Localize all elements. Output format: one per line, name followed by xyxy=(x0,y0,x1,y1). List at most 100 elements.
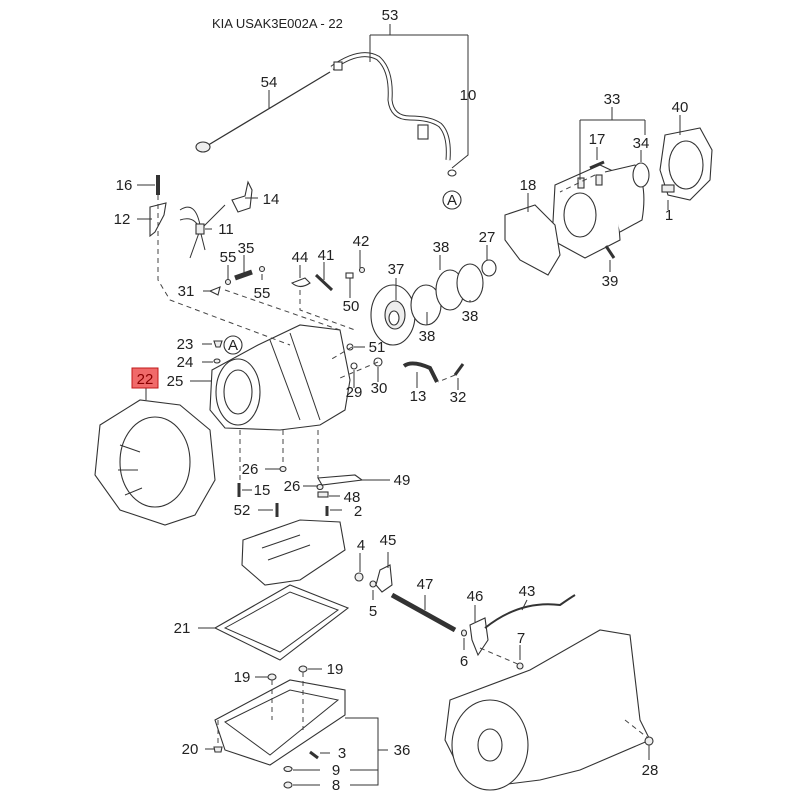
part-bolt-3[interactable] xyxy=(309,750,319,760)
part-o-ring-38c[interactable] xyxy=(456,263,484,303)
part-cable-43[interactable] xyxy=(484,594,576,629)
part-plug-29[interactable] xyxy=(350,362,358,370)
callout-14[interactable]: 14 xyxy=(263,191,280,208)
callout-54[interactable]: 54 xyxy=(261,74,278,91)
callout-7[interactable]: 7 xyxy=(517,630,525,647)
part-washer-6[interactable] xyxy=(460,629,468,637)
callout-55-left[interactable]: 55 xyxy=(220,249,237,266)
callout-6[interactable]: 6 xyxy=(460,653,468,670)
part-washer-5[interactable] xyxy=(369,580,377,588)
callout-26-right[interactable]: 26 xyxy=(284,478,301,495)
callout-49[interactable]: 49 xyxy=(394,472,411,489)
part-oil-pan-gasket-21[interactable] xyxy=(213,584,350,661)
part-oil-pan-36[interactable] xyxy=(214,679,346,766)
callout-23[interactable]: 23 xyxy=(177,336,194,353)
part-o-ring-10[interactable] xyxy=(447,169,457,177)
part-gasket-18[interactable] xyxy=(504,204,561,276)
part-transmission-case-25[interactable] xyxy=(209,324,351,431)
part-dipstick[interactable] xyxy=(195,71,331,153)
part-shaft-47[interactable] xyxy=(390,592,457,633)
callout-25[interactable]: 25 xyxy=(167,373,184,390)
callout-9[interactable]: 9 xyxy=(332,762,340,779)
part-gasket-40[interactable] xyxy=(659,127,713,201)
callout-19-left[interactable]: 19 xyxy=(234,669,251,686)
part-lever-44[interactable] xyxy=(290,277,311,288)
part-bushing-50[interactable] xyxy=(345,272,354,279)
part-extension-housing[interactable] xyxy=(551,164,645,259)
callout-44[interactable]: 44 xyxy=(292,249,309,266)
part-pin-42[interactable] xyxy=(358,266,366,274)
callout-28[interactable]: 28 xyxy=(642,762,659,779)
part-plug-23[interactable] xyxy=(213,340,223,348)
part-plug-26b[interactable] xyxy=(316,483,324,491)
part-converter-housing-22[interactable] xyxy=(94,399,216,526)
callout-16[interactable]: 16 xyxy=(116,177,133,194)
callout-1[interactable]: 1 xyxy=(665,207,673,224)
part-plug-7[interactable] xyxy=(516,662,524,670)
part-bolt-1[interactable] xyxy=(661,184,675,193)
callout-22-highlighted[interactable]: 22 xyxy=(131,367,159,389)
callout-46[interactable]: 46 xyxy=(467,588,484,605)
callout-19-right[interactable]: 19 xyxy=(327,661,344,678)
callout-4[interactable]: 4 xyxy=(357,537,365,554)
part-oil-pump-37[interactable] xyxy=(370,284,416,346)
callout-39[interactable]: 39 xyxy=(602,273,619,290)
callout-30[interactable]: 30 xyxy=(371,380,388,397)
callout-26-left[interactable]: 26 xyxy=(242,461,259,478)
part-lever-45[interactable] xyxy=(375,564,393,593)
callout-10[interactable]: 10 xyxy=(460,87,477,104)
part-bolt-39[interactable] xyxy=(604,245,616,259)
callout-13[interactable]: 13 xyxy=(410,388,427,405)
callout-32[interactable]: 32 xyxy=(450,389,467,406)
callout-48[interactable]: 48 xyxy=(344,489,361,506)
callout-42[interactable]: 42 xyxy=(353,233,370,250)
callout-53[interactable]: 53 xyxy=(382,7,399,24)
callout-38-bottom[interactable]: 38 xyxy=(419,328,436,345)
callout-12[interactable]: 12 xyxy=(114,211,131,228)
part-nut-55b[interactable] xyxy=(258,265,266,273)
callout-43[interactable]: 43 xyxy=(519,583,536,600)
part-bolt-17[interactable] xyxy=(589,160,605,170)
callout-15[interactable]: 15 xyxy=(254,482,271,499)
part-plug-19b[interactable] xyxy=(298,665,308,673)
callout-47[interactable]: 47 xyxy=(417,576,434,593)
part-bracket-12[interactable] xyxy=(149,202,167,238)
callout-38-top[interactable]: 38 xyxy=(433,239,450,256)
callout-5[interactable]: 5 xyxy=(369,603,377,620)
callout-11[interactable]: 11 xyxy=(218,221,234,238)
callout-41[interactable]: 41 xyxy=(318,247,335,264)
part-bracket-49[interactable] xyxy=(317,474,364,486)
callout-52[interactable]: 52 xyxy=(234,502,251,519)
part-wiring-harness-11[interactable] xyxy=(179,204,226,259)
part-hose-13[interactable] xyxy=(402,361,439,383)
callout-24[interactable]: 24 xyxy=(177,354,194,371)
callout-20[interactable]: 20 xyxy=(182,741,199,758)
part-washer-24[interactable] xyxy=(213,358,221,364)
part-bolt-32[interactable] xyxy=(453,363,465,376)
callout-50[interactable]: 50 xyxy=(343,298,360,315)
part-bracket-14[interactable] xyxy=(231,180,253,213)
callout-17[interactable]: 17 xyxy=(589,131,606,148)
callout-27[interactable]: 27 xyxy=(479,229,496,246)
part-bolt-8[interactable] xyxy=(283,781,293,789)
callout-36[interactable]: 36 xyxy=(394,742,411,759)
callout-51[interactable]: 51 xyxy=(369,339,386,356)
callout-37[interactable]: 37 xyxy=(388,261,405,278)
part-clip-31[interactable] xyxy=(208,286,221,296)
callout-38-right[interactable]: 38 xyxy=(462,308,479,325)
part-valve-body[interactable] xyxy=(241,519,346,586)
callout-3[interactable]: 3 xyxy=(338,745,346,762)
callout-34[interactable]: 34 xyxy=(633,135,650,152)
part-nut-55a[interactable] xyxy=(224,278,232,286)
callout-33[interactable]: 33 xyxy=(604,91,621,108)
callout-45[interactable]: 45 xyxy=(380,532,397,549)
callout-35[interactable]: 35 xyxy=(238,240,255,257)
callout-21[interactable]: 21 xyxy=(174,620,191,637)
part-plug-28[interactable] xyxy=(644,736,654,746)
part-nut-4[interactable] xyxy=(354,572,364,582)
part-rod-41[interactable] xyxy=(314,273,334,292)
callout-29[interactable]: 29 xyxy=(346,384,363,401)
part-washer-9[interactable] xyxy=(283,765,293,773)
callout-40[interactable]: 40 xyxy=(672,99,689,116)
part-plug-26a[interactable] xyxy=(279,465,287,473)
